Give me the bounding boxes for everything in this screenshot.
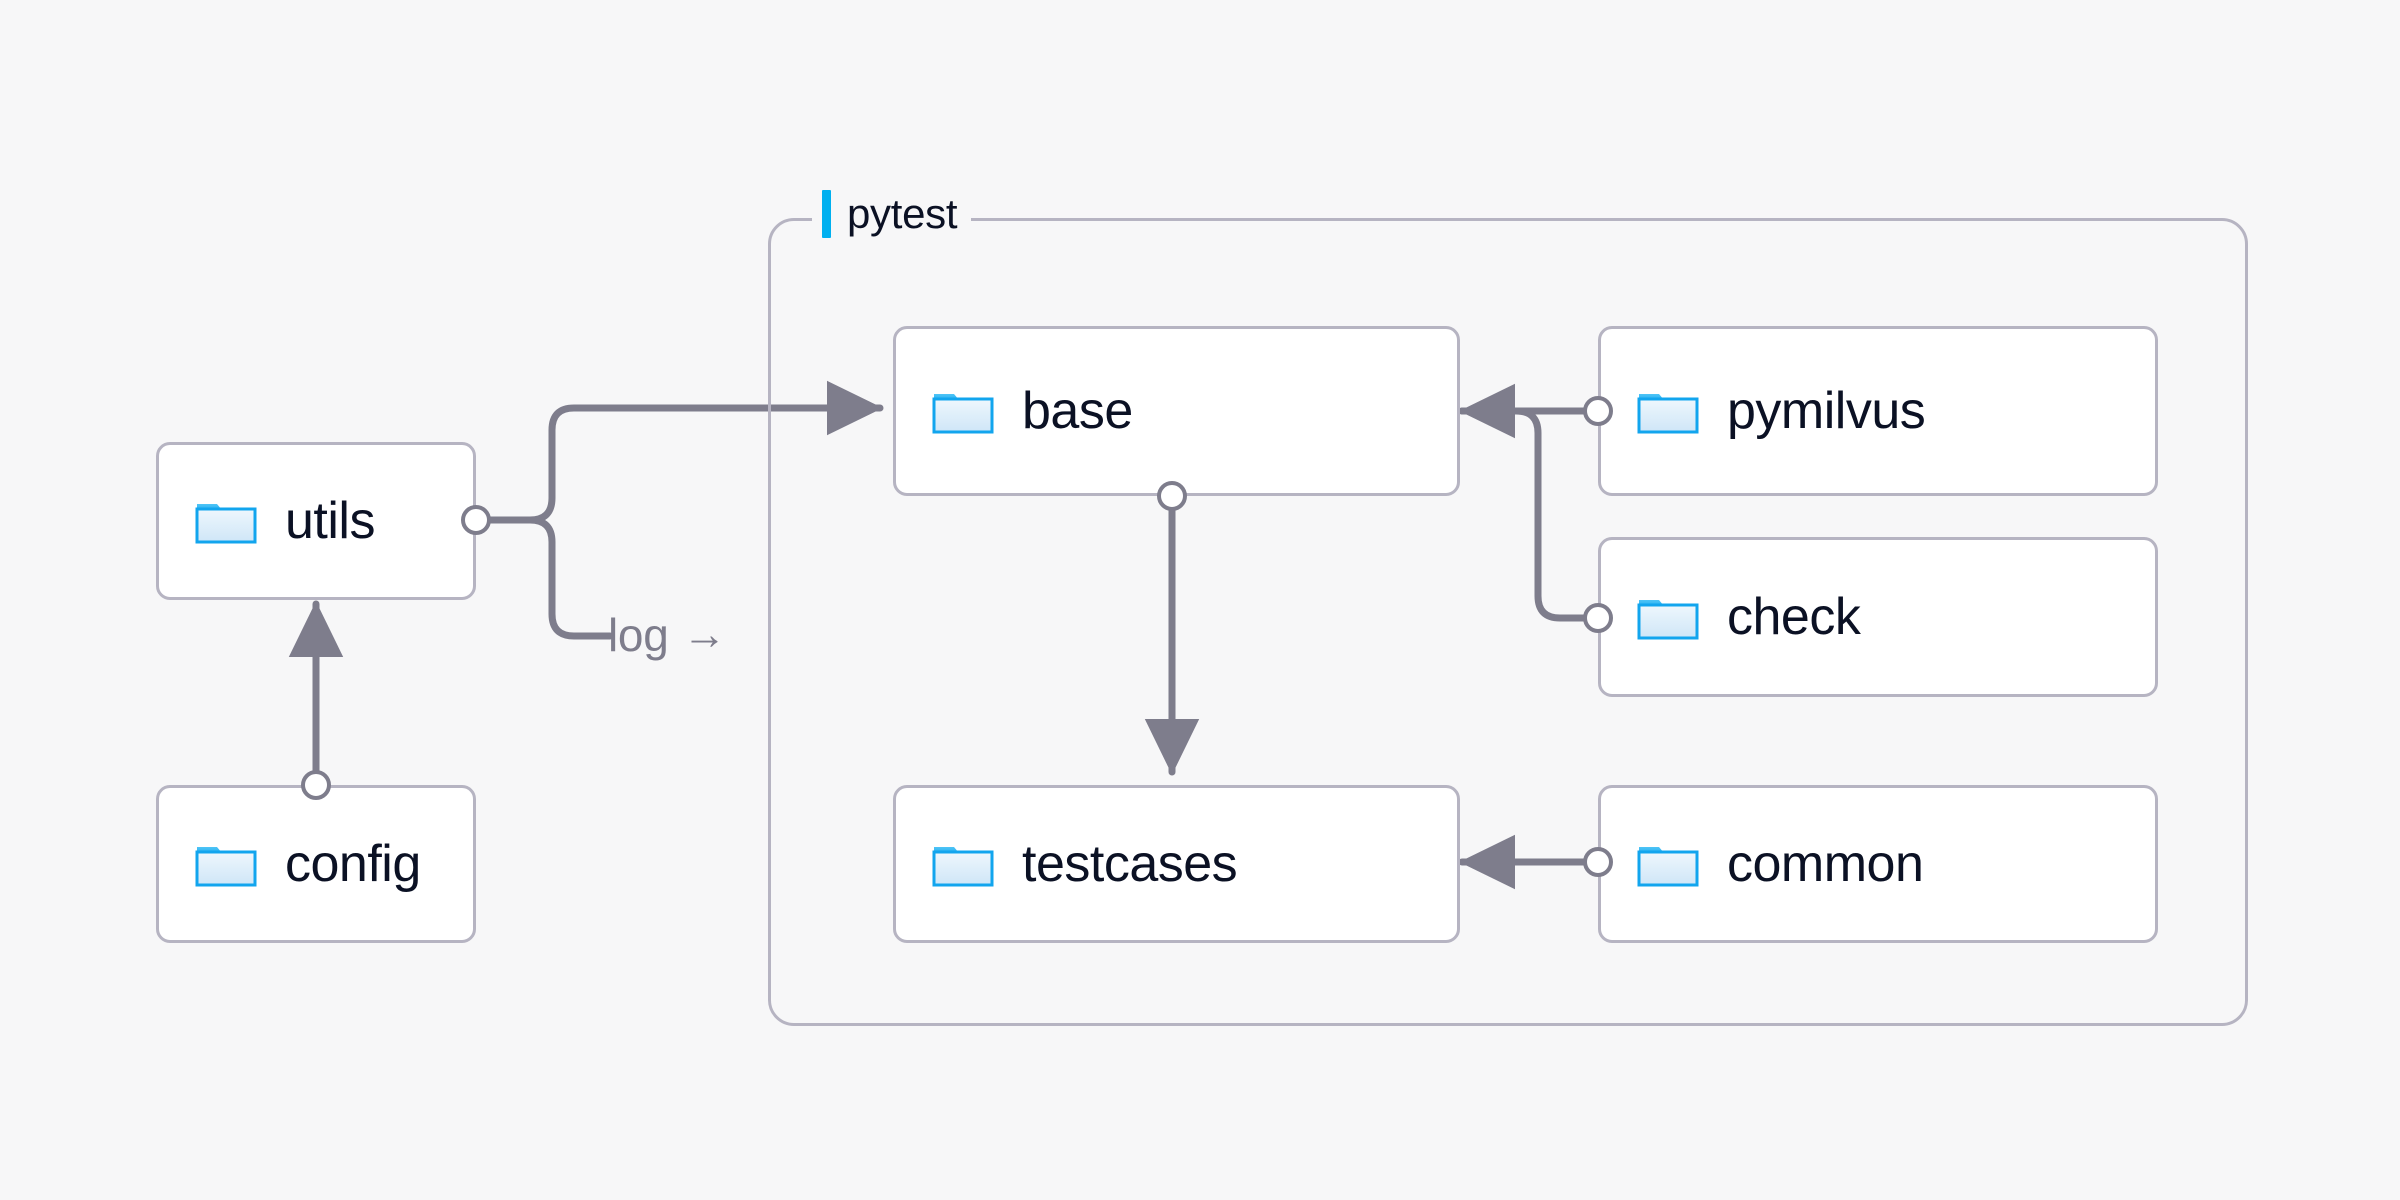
group-title-text: pytest bbox=[847, 190, 958, 237]
node-utils[interactable]: utils bbox=[156, 442, 476, 600]
node-check-label: check bbox=[1727, 588, 1861, 646]
node-common-label: common bbox=[1727, 835, 1924, 893]
port-common-left[interactable] bbox=[1583, 847, 1613, 877]
port-pymilvus-left[interactable] bbox=[1583, 396, 1613, 426]
node-pymilvus[interactable]: pymilvus bbox=[1598, 326, 2158, 496]
folder-icon bbox=[1637, 847, 1699, 887]
group-pytest bbox=[768, 218, 2248, 1026]
folder-icon bbox=[1637, 394, 1699, 434]
node-base-label: base bbox=[1022, 382, 1133, 440]
node-config-label: config bbox=[285, 835, 421, 893]
node-utils-label: utils bbox=[285, 492, 375, 550]
port-utils-right[interactable] bbox=[461, 505, 491, 535]
port-config-top[interactable] bbox=[301, 770, 331, 800]
folder-icon bbox=[1637, 600, 1699, 640]
node-check[interactable]: check bbox=[1598, 537, 2158, 697]
group-pytest-label: pytest bbox=[812, 186, 972, 242]
port-base-bottom[interactable] bbox=[1157, 481, 1187, 511]
port-check-left[interactable] bbox=[1583, 603, 1613, 633]
edge-utils-to-log bbox=[526, 516, 614, 640]
node-common[interactable]: common bbox=[1598, 785, 2158, 943]
node-pymilvus-label: pymilvus bbox=[1727, 382, 1926, 440]
node-base[interactable]: base bbox=[893, 326, 1460, 496]
edge-label-log: log → bbox=[608, 609, 727, 661]
folder-icon bbox=[932, 847, 994, 887]
folder-icon bbox=[195, 847, 257, 887]
folder-icon bbox=[932, 394, 994, 434]
folder-icon bbox=[195, 504, 257, 544]
edge-label-log-text: log bbox=[608, 609, 669, 661]
group-accent-bar bbox=[822, 190, 831, 238]
node-testcases[interactable]: testcases bbox=[893, 785, 1460, 943]
node-testcases-label: testcases bbox=[1022, 835, 1238, 893]
arrow-right-icon: → bbox=[682, 610, 727, 659]
node-config[interactable]: config bbox=[156, 785, 476, 943]
